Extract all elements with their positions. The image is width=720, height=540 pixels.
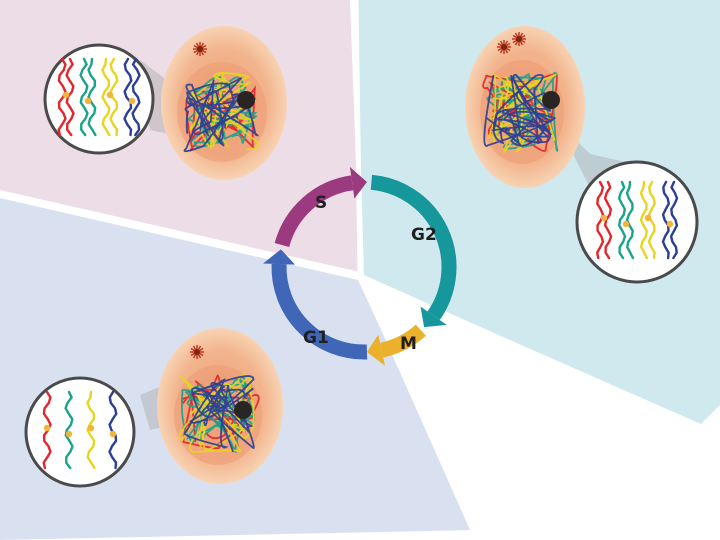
centrosome-icon <box>193 42 207 56</box>
nucleolus-icon <box>234 401 252 419</box>
g2-arrowhead <box>420 306 447 328</box>
g2-phase-arrow <box>370 174 457 321</box>
centrosome-core <box>516 36 522 42</box>
centromere <box>65 430 73 438</box>
replicating-chromosomes <box>57 57 141 137</box>
g1-arrowhead <box>263 249 296 265</box>
centromere <box>84 97 92 105</box>
region-divider <box>363 276 706 430</box>
chromosome-strand <box>131 57 141 137</box>
centrosome-core <box>501 44 507 50</box>
centromere <box>43 424 51 432</box>
cell-g1-phase <box>24 328 283 488</box>
chromosome-tangle <box>183 71 260 153</box>
chromatin-strand <box>183 375 255 449</box>
centromere <box>106 91 114 99</box>
cell-g2-phase <box>465 26 699 284</box>
m-phase-arrow <box>379 324 426 358</box>
duplicated-chromosomes <box>595 180 679 260</box>
single-chromosomes <box>42 390 118 470</box>
centromere <box>128 97 136 105</box>
chromosome-strand <box>647 180 657 260</box>
centromere <box>600 214 608 222</box>
chromosome-strand <box>123 57 133 137</box>
chromatin-strand <box>188 393 242 454</box>
centromere <box>666 220 674 228</box>
nucleolus-icon <box>237 91 255 109</box>
region-divider <box>357 274 478 537</box>
g1-phase-label: G1 <box>303 328 329 348</box>
chromatin-strand <box>190 71 260 151</box>
chromatin-strand <box>490 74 553 147</box>
g2-phase-label: G2 <box>411 225 437 245</box>
chromosome-strand <box>108 390 118 470</box>
chromosome-strand <box>64 390 74 470</box>
chromosome-tangle <box>482 71 559 153</box>
chromosome-strand <box>639 180 649 260</box>
nucleolus-icon <box>542 91 560 109</box>
centrosome-icon <box>497 40 511 54</box>
s-phase-label: S <box>315 193 327 213</box>
centrosome-core <box>194 349 200 355</box>
s-phase-arrow <box>274 175 354 248</box>
chromosome-strand <box>617 180 627 260</box>
chromosome-strand <box>595 180 605 260</box>
centromere <box>109 430 117 438</box>
cell-cycle-ring: S G2 M G1 <box>263 166 457 366</box>
chromatin-strand <box>180 375 255 451</box>
chromosome-strand <box>625 180 635 260</box>
chromatin-strand <box>484 73 557 144</box>
centromere <box>87 424 95 432</box>
chromosome-zoom-inset <box>24 376 136 488</box>
chromatin-strand <box>189 387 254 453</box>
centromere <box>62 91 70 99</box>
centrosome-icon <box>190 345 204 359</box>
chromosome-strand <box>57 57 67 137</box>
g2-phase-region <box>356 0 720 425</box>
chromosome-strand <box>661 180 671 260</box>
cell-s-phase <box>43 26 287 180</box>
m-arrowhead <box>366 334 385 366</box>
chromosome-strand <box>86 390 96 470</box>
chromosome-strand <box>101 57 111 137</box>
chromosome-strand <box>669 180 679 260</box>
chromatin-strand <box>183 79 259 153</box>
blank-panel <box>586 456 720 532</box>
chromatin-strand <box>185 82 235 147</box>
chromosome-strand <box>87 57 97 137</box>
centrosome-icon <box>512 32 526 46</box>
centromere <box>644 214 652 222</box>
centromere <box>622 220 630 228</box>
chromosome-zoom-inset <box>575 160 699 284</box>
g1-phase-arrow <box>271 263 368 360</box>
chromosome-strand <box>79 57 89 137</box>
m-phase-label: M <box>400 334 417 354</box>
s-arrowhead <box>349 166 367 199</box>
centrosome-core <box>197 46 203 52</box>
